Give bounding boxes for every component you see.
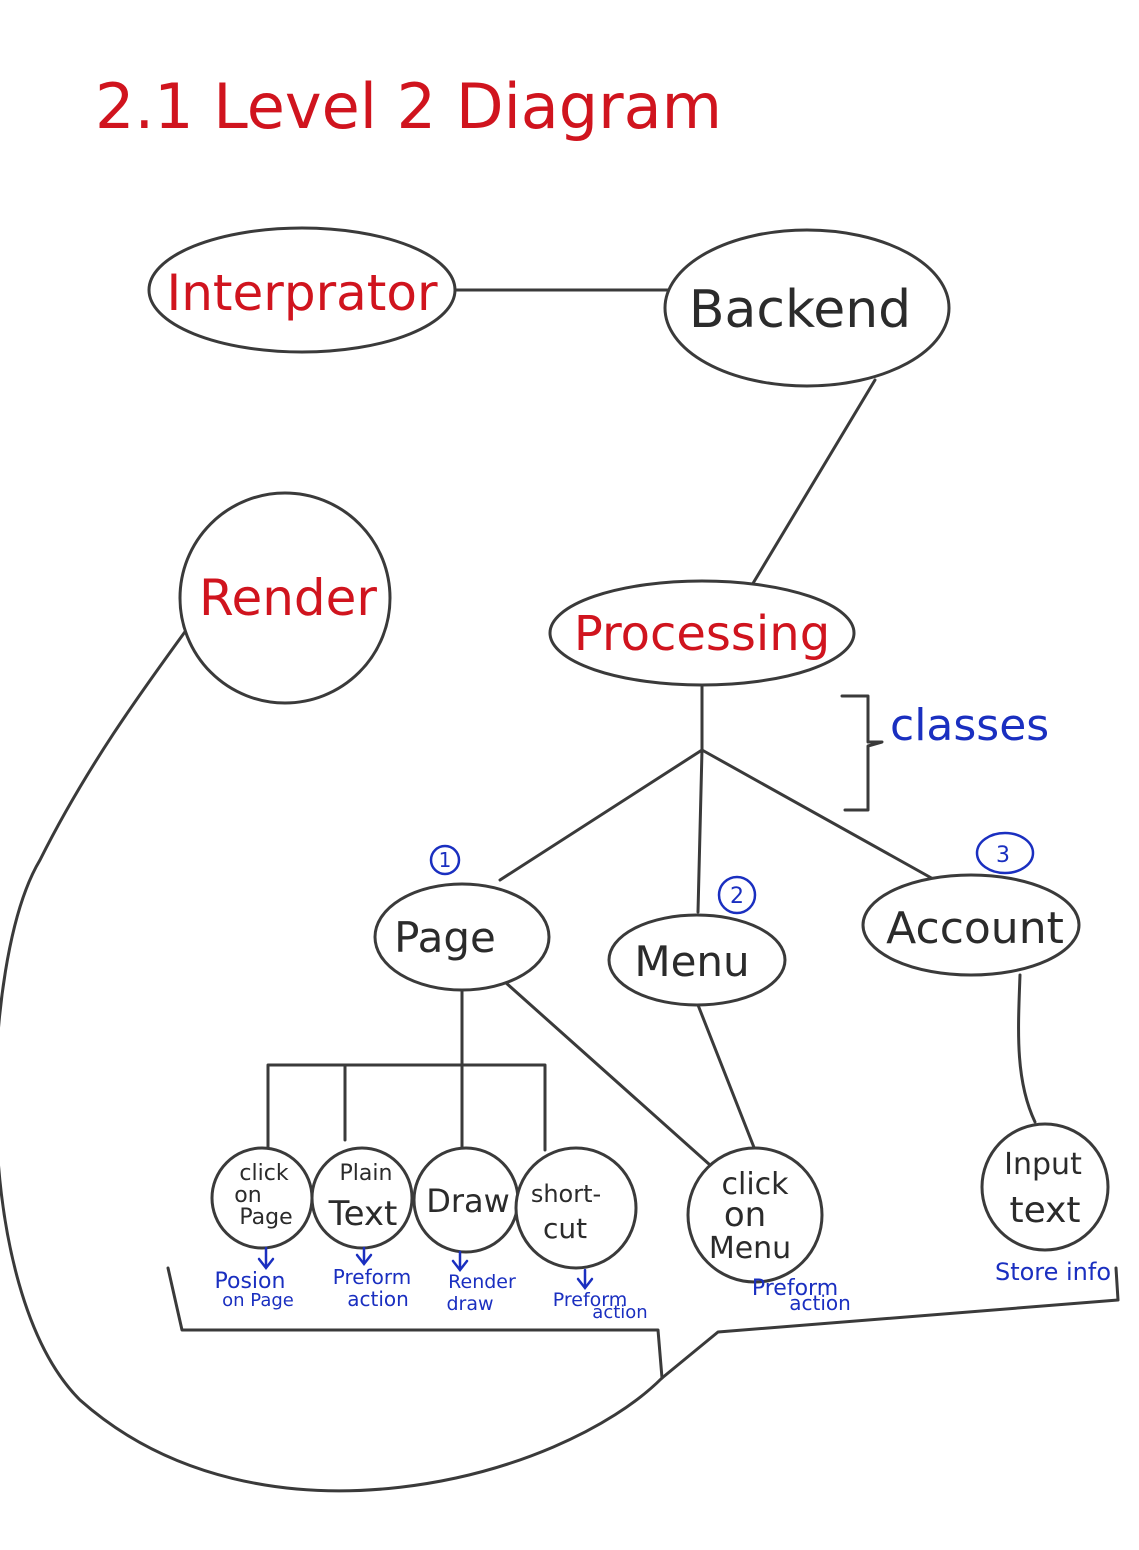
interpreter-ellipse (147, 226, 457, 354)
note-click-on-page-line1: Posion (215, 1269, 286, 1294)
connections (0, 288, 1120, 1493)
plain-text-circle (310, 1146, 414, 1250)
edge-page-clickmenu (503, 980, 712, 1167)
note-input-text: Store info (995, 1258, 1111, 1286)
click-on-page-line2: on (234, 1183, 261, 1208)
edge-trunk-account (700, 748, 937, 882)
edge-trunk-menu (696, 748, 704, 914)
edge-return-render (0, 616, 664, 1493)
arrow-shortcut-icon (576, 1268, 594, 1291)
menu-label: Menu (634, 937, 749, 986)
shortcut-line2: cut (543, 1212, 587, 1245)
draw-label: Draw (426, 1182, 510, 1220)
edge-backend-processing (750, 378, 877, 587)
render-label: Render (199, 569, 377, 627)
input-text-line1: Input (1004, 1147, 1082, 1182)
node-menu[interactable]: Menu (607, 913, 787, 1007)
plain-text-line2: Text (328, 1194, 398, 1234)
note-click-on-menu-line2: action (789, 1291, 851, 1315)
arrow-click-on-page-icon (257, 1246, 275, 1271)
edge-page-bracket (266, 1063, 547, 1152)
click-on-menu-line1: click (721, 1167, 789, 1202)
arrow-plain-text-icon (355, 1246, 373, 1267)
node-backend[interactable]: Backend (663, 228, 951, 388)
badge-account: 3 (975, 831, 1035, 875)
badge-page-circle (429, 844, 461, 876)
diagram-title: 2.1 Level 2 Diagram (95, 70, 722, 143)
note-click-on-page-line2: on Page (222, 1290, 294, 1311)
edge-collector-right (660, 1266, 1120, 1380)
backend-ellipse (663, 228, 951, 388)
edge-trunk-page (498, 748, 704, 882)
badge-page: 1 (429, 844, 461, 876)
processing-label: Processing (574, 606, 830, 662)
shortcut-line1: short- (531, 1180, 601, 1208)
leaf-notes: Posion on Page Preform action Render dra… (215, 1258, 1112, 1323)
backend-label: Backend (689, 280, 911, 340)
click-on-menu-line3: Menu (709, 1231, 791, 1266)
account-ellipse (861, 873, 1081, 977)
node-render[interactable]: Render (178, 491, 392, 705)
edge-menu-clickmenu (696, 1003, 757, 1152)
node-processing[interactable]: Processing (548, 579, 856, 687)
click-on-menu-circle (686, 1146, 824, 1284)
click-on-page-line3: Page (239, 1205, 292, 1230)
node-plain-text[interactable]: Plain Text (310, 1146, 414, 1250)
page-label: Page (394, 913, 496, 962)
node-click-on-menu[interactable]: click on Menu (686, 1146, 824, 1284)
click-on-page-line1: click (239, 1161, 288, 1186)
node-account[interactable]: Account (861, 873, 1081, 977)
note-shortcut-line1: Preform (553, 1289, 628, 1311)
leaf-arrows (257, 1246, 594, 1291)
badge-account-number: 3 (996, 843, 1010, 868)
badge-menu: 2 (717, 875, 757, 915)
menu-ellipse (607, 913, 787, 1007)
node-page[interactable]: Page (373, 882, 551, 992)
page-ellipse (373, 882, 551, 992)
badge-page-number: 1 (439, 848, 452, 872)
note-shortcut-line2: action (592, 1302, 647, 1323)
note-click-on-menu-line1: Preform (752, 1276, 838, 1301)
input-text-circle (980, 1122, 1110, 1252)
node-draw[interactable]: Draw (412, 1146, 520, 1254)
interpreter-label: Interprator (166, 264, 437, 322)
arrow-draw-icon (451, 1250, 469, 1273)
shortcut-circle (514, 1146, 638, 1270)
badge-account-circle (975, 831, 1035, 875)
edge-account-inputtext (1017, 973, 1037, 1124)
note-plain-text-line1: Preform (333, 1265, 411, 1289)
account-label: Account (886, 903, 1064, 954)
classes-brace (840, 694, 884, 812)
classes-label: classes (890, 700, 1049, 751)
click-on-menu-line2: on (724, 1195, 766, 1235)
processing-ellipse (548, 579, 856, 687)
note-draw-line2: draw (446, 1293, 493, 1315)
render-circle (178, 491, 392, 705)
input-text-line2: text (1009, 1190, 1080, 1231)
edge-collector-left (166, 1266, 664, 1380)
note-draw-line1: Render (448, 1271, 516, 1293)
node-input-text[interactable]: Input text (980, 1122, 1110, 1252)
note-plain-text-line2: action (347, 1287, 409, 1311)
plain-text-line1: Plain (340, 1161, 393, 1186)
badge-menu-circle (717, 875, 757, 915)
badge-menu-number: 2 (730, 884, 744, 909)
node-click-on-page[interactable]: click on Page (210, 1146, 314, 1250)
node-shortcut[interactable]: short- cut (514, 1146, 638, 1270)
node-interpreter[interactable]: Interprator (147, 226, 457, 354)
